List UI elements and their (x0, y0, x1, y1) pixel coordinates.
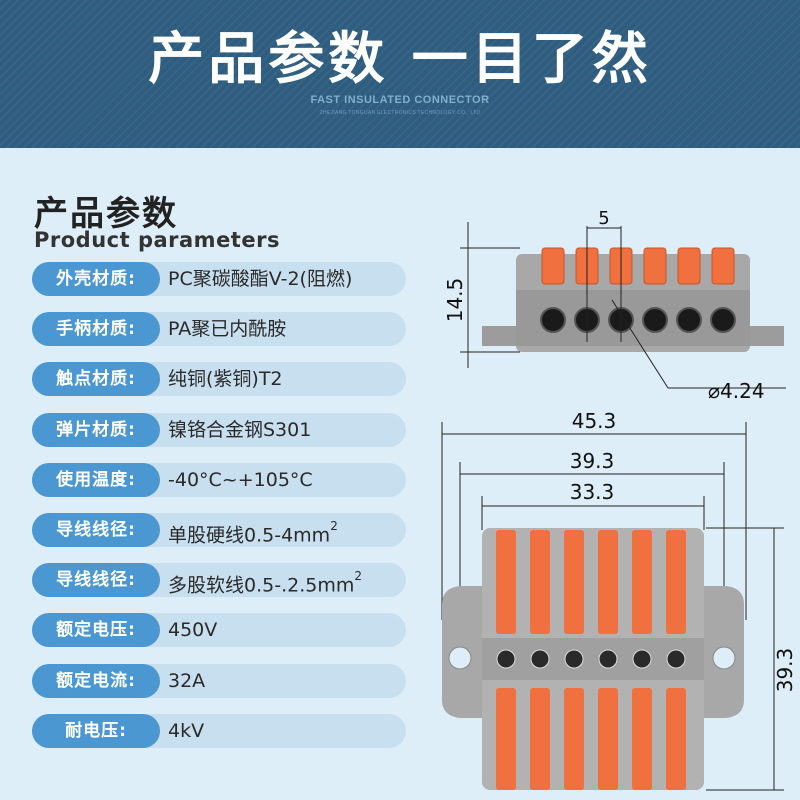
pitch-label: 5 (598, 208, 609, 229)
param-value-text: 多股软线0.5-.2.5mm (168, 574, 355, 597)
param-value: 多股软线0.5-.2.5mm2 (168, 563, 362, 597)
param-value-text: 450V (168, 619, 218, 642)
param-value: PA聚已内酰胺 (168, 312, 286, 346)
param-label: 外壳材质: (32, 262, 160, 296)
param-row: 导线线径:多股软线0.5-.2.5mm2 (32, 563, 406, 598)
param-value-sup: 2 (330, 518, 338, 533)
body-width-label: 33.3 (570, 480, 615, 504)
param-label: 导线线径: (32, 563, 160, 598)
param-label: 额定电压: (32, 613, 160, 648)
depth-label: 39.3 (773, 648, 797, 693)
param-value: 单股硬线0.5-4mm2 (168, 513, 338, 547)
side-view-drawing: 5 14.5 ⌀4.24 (443, 208, 786, 403)
param-value-text: PC聚碳酸酯V-2(阻燃) (168, 268, 353, 290)
header-subtitle: FAST INSULATED CONNECTOR (310, 94, 490, 106)
param-value-text: 32A (168, 669, 206, 692)
params-list: 外壳材质: PC聚碳酸酯V-2(阻燃) 手柄材质: PA聚已内酰胺触点材质: 纯铜(紫铜… (32, 262, 406, 764)
overall-width-label: 45.3 (572, 409, 617, 433)
param-row: 手柄材质: PA聚已内酰胺 (32, 312, 406, 347)
param-row: 导线线径:单股硬线0.5-4mm2 (32, 512, 406, 547)
section-subtitle: Product parameters (34, 228, 280, 252)
param-row: 耐电压: 4kV (32, 713, 406, 748)
param-row: 额定电流: 32A (32, 663, 406, 698)
param-label: 手柄材质: (32, 312, 160, 347)
param-value: PC聚碳酸酯V-2(阻燃) (168, 262, 352, 296)
param-value-text: 4kV (168, 719, 205, 742)
param-value-text: -40°C~+105°C (168, 468, 313, 491)
param-label: 触点材质: (32, 362, 160, 397)
company-name: ZHEJIANG TONGUAN ELECTRONICS TECHNOLOGY … (319, 110, 481, 116)
param-label: 导线线径: (32, 512, 160, 547)
param-row: 触点材质: 纯铜(紫铜)T2 (32, 362, 406, 397)
param-value-sup: 2 (354, 569, 362, 584)
param-value-text: 镍铬合金钢S301 (168, 418, 312, 441)
param-label: 弹片材质: (32, 412, 160, 447)
param-value: 32A (168, 664, 205, 698)
top-view-drawing: 45.3 39.3 33.3 (441, 409, 797, 791)
header-banner: 产品参数 一目了然 FAST INSULATED CONNECTOR ZHEJI… (0, 0, 800, 148)
param-label: 耐电压: (32, 713, 160, 748)
param-value-text: PA聚已内酰胺 (168, 318, 287, 341)
param-value: 纯铜(紫铜)T2 (168, 362, 283, 396)
height-label: 14.5 (443, 278, 467, 323)
param-row: 使用温度: -40°C~+105°C (32, 462, 406, 497)
page-title: 产品参数 一目了然 (148, 27, 652, 92)
mount-width-label: 39.3 (570, 449, 615, 473)
param-value: 450V (168, 613, 217, 647)
param-label: 使用温度: (32, 462, 160, 497)
dimension-drawings: 5 14.5 ⌀4.24 45.3 39.3 33.3 (441, 208, 797, 791)
param-label: 额定电流: (32, 663, 160, 698)
param-value: -40°C~+105°C (168, 463, 313, 497)
param-row: 弹片材质: 镍铬合金钢S301 (32, 412, 406, 447)
param-value-text: 单股硬线0.5-4mm (168, 524, 331, 547)
param-row: 额定电压: 450V (32, 613, 406, 648)
param-row: 外壳材质: PC聚碳酸酯V-2(阻燃) (32, 262, 406, 296)
section-title: 产品参数 (34, 194, 178, 234)
param-value-text: 纯铜(紫铜)T2 (168, 368, 283, 391)
param-value: 镍铬合金钢S301 (168, 413, 311, 447)
param-value: 4kV (168, 714, 204, 748)
hole-diameter-label: ⌀4.24 (708, 379, 765, 403)
